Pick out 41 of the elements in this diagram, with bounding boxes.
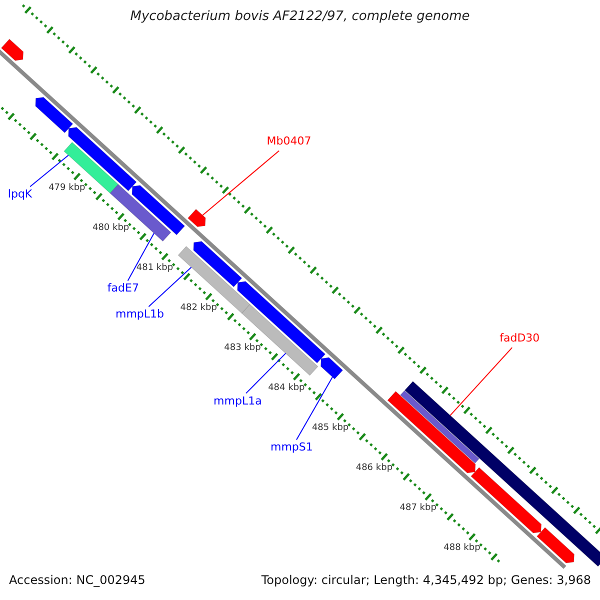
leader-line — [202, 150, 280, 216]
gene-feature — [470, 467, 542, 534]
leader-line — [296, 376, 333, 440]
gene-feature — [241, 304, 318, 376]
gene-label: lpqK — [6, 188, 34, 202]
tick-label: 483 kbp — [224, 342, 261, 353]
title: Mycobacterium bovis AF2122/97, complete genome — [130, 10, 470, 25]
tick-label: 479 kbp — [48, 182, 86, 193]
gene-feature — [536, 527, 574, 564]
tick-label: 485 kbp — [312, 422, 349, 434]
tick-label: 481 kbp — [136, 262, 174, 273]
leader-line — [450, 347, 513, 416]
gene-feature — [132, 185, 186, 236]
gene-feature — [187, 208, 206, 228]
gene-feature — [110, 184, 172, 242]
tick-label: 480 kbp — [92, 222, 130, 233]
gene-label: mmpL1a — [212, 394, 264, 409]
tick-label: 484 kbp — [268, 382, 305, 393]
gene-label: fadD30 — [498, 332, 542, 347]
genome-info-text: Topology: circular; Length: 4,345,492 bp; Genes: 3,968 — [261, 574, 591, 588]
tick-label: 488 kbp — [444, 542, 480, 554]
gene-feature — [193, 241, 242, 288]
gene-feature — [400, 390, 480, 464]
accession-text: Accession: NC_002945 — [9, 574, 146, 588]
tick-label: 482 kbp — [180, 302, 217, 313]
tick-label: 487 kbp — [400, 502, 436, 514]
leader-line — [127, 232, 154, 282]
gene-label: mmpS1 — [268, 440, 315, 456]
leader-line — [148, 266, 192, 308]
gene-feature — [0, 38, 24, 61]
gene-feature — [64, 142, 119, 194]
gene-feature — [68, 126, 137, 192]
gene-label: mmpL1b — [113, 308, 166, 322]
gene-label: Mb0407 — [264, 135, 314, 150]
leader-line — [30, 154, 69, 188]
tick-label: 486 kbp — [356, 462, 393, 474]
gene-feature — [178, 246, 250, 314]
gene-label: fadE7 — [105, 282, 141, 296]
gene-feature — [320, 357, 344, 380]
gene-feature — [35, 96, 74, 134]
leader-line — [246, 352, 286, 394]
